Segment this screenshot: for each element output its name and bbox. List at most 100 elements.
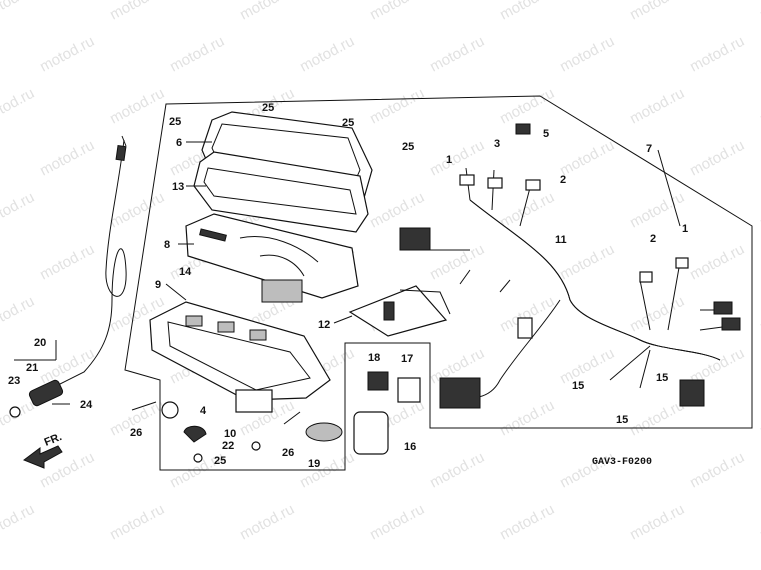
callout-c15b: 15 [616,414,628,426]
callout-c20: 20 [34,337,46,349]
watermark-text: motod.ru [557,449,617,492]
watermark-text: motod.ru [37,345,97,388]
watermark-text: motod.ru [37,241,97,284]
callout-c4: 4 [200,405,207,417]
callout-c25d: 25 [402,141,414,153]
callout-c19: 19 [308,458,320,470]
watermark-text: motod.ru [757,189,761,232]
watermark-text: motod.ru [427,449,487,492]
watermark-text: motod.ru [107,0,167,24]
meter-panel [185,213,359,303]
callout-c10: 10 [224,428,236,440]
callout-c5: 5 [543,128,549,140]
callout-c1b: 1 [682,223,688,235]
wire-harness [399,167,741,409]
callout-c25c: 25 [342,117,354,129]
front-label: FR. [43,431,64,449]
watermark-text: motod.ru [627,501,687,544]
watermark-text: motod.ru [497,0,557,24]
leader-lines [14,141,681,361]
watermark-text: motod.ru [627,85,687,128]
callout-c25b: 25 [262,102,274,114]
watermark-text: motod.ru [37,33,97,76]
callout-c1a: 1 [446,154,452,166]
callout-c6: 6 [176,137,182,149]
callout-c2b: 2 [650,233,656,245]
watermark-text: motod.ru [367,501,427,544]
watermark-text: motod.ru [427,137,487,180]
callout-c25a: 25 [169,116,181,128]
watermark-text: motod.ru [557,33,617,76]
callout-c21: 21 [26,362,38,374]
meter-cover [193,111,373,233]
watermark-text: motod.ru [427,241,487,284]
watermark-text: motod.ru [757,501,761,544]
callout-c11: 11 [555,234,567,246]
watermark-text: motod.ru [37,137,97,180]
callout-c15c: 15 [656,372,668,384]
watermark-text: motod.ru [0,293,37,336]
callout-c25e: 25 [214,455,226,467]
callout-c22: 22 [222,440,234,452]
callout-c24: 24 [80,399,93,411]
watermark-text: motod.ru [757,0,761,24]
watermark-text: motod.ru [0,397,37,440]
watermark-text: motod.ru [757,397,761,440]
callout-c12: 12 [318,319,330,331]
callout-c23: 23 [8,375,20,387]
watermark-text: motod.ru [297,33,357,76]
watermark-text: motod.ru [627,0,687,24]
callout-c2a: 2 [560,174,566,186]
callout-c14: 14 [179,266,192,278]
meter-case [149,301,331,413]
speedometer-cable [9,135,127,418]
watermark-text: motod.ru [107,85,167,128]
callout-c15a: 15 [572,380,584,392]
callout-c9: 9 [155,279,161,291]
watermark-text: motod.ru [0,85,37,128]
watermark-text: motod.ru [497,85,557,128]
watermark-text: motod.ru [107,501,167,544]
watermark-text: motod.ru [687,33,747,76]
small-hardware [131,123,531,463]
watermark-text: motod.ru [0,501,37,544]
watermark-text: motod.ru [687,449,747,492]
watermark-text: motod.ru [237,0,297,24]
watermark-text: motod.ru [497,189,557,232]
watermark-text: motod.ru [427,33,487,76]
watermark-text: motod.ru [367,85,427,128]
watermark-text: motod.ru [557,241,617,284]
callout-c13: 13 [172,181,184,193]
watermark-text: motod.ru [367,189,427,232]
watermark-text: motod.ru [0,189,37,232]
callout-c8: 8 [164,239,170,251]
watermark-text: motod.ru [757,293,761,336]
callout-c3: 3 [494,138,500,150]
watermark-text: motod.ru [687,137,747,180]
callout-c7: 7 [646,143,652,155]
callout-c17: 17 [401,353,413,365]
callout-c26b: 26 [282,447,294,459]
watermark-text: motod.ru [367,0,427,24]
watermark-text: motod.ru [687,241,747,284]
watermark-text: motod.ru [237,501,297,544]
diagram-code: GAV3-F0200 [592,457,652,468]
watermark-text: motod.ru [627,293,687,336]
watermark-text: motod.ru [627,397,687,440]
watermark-text: motod.ru [757,85,761,128]
watermark-text: motod.ru [497,501,557,544]
bracket-assembly [348,285,451,337]
front-direction-marker: FR. [22,431,64,469]
watermark-text: motod.ru [497,397,557,440]
callout-c26a: 26 [130,427,142,439]
watermark-text: motod.ru [167,33,227,76]
relay-components [305,371,421,455]
watermark-text: motod.ru [627,189,687,232]
watermark-text: motod.ru [0,0,37,24]
callout-c16: 16 [404,441,416,453]
assembly-frame [124,95,753,471]
watermark-text: motod.ru [557,345,617,388]
callout-c18: 18 [368,352,380,364]
